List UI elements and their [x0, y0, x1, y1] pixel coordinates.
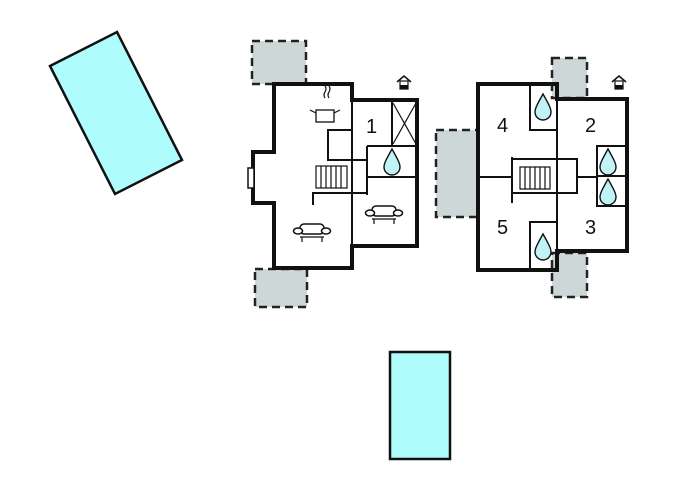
ground-floor-plan: 1 — [247, 74, 419, 270]
bathroom-drop-icon — [599, 147, 617, 176]
house-entrance-icon — [396, 74, 412, 90]
terrace-bottom-left — [253, 267, 309, 309]
sofa-icon — [292, 223, 332, 242]
room-label-4: 4 — [497, 115, 508, 137]
bathroom-drop-icon — [599, 177, 617, 206]
bathroom-drop-icon — [383, 147, 401, 176]
house-entrance-icon — [611, 74, 627, 90]
pool-bottom — [388, 350, 452, 461]
bathroom-drop-icon — [534, 92, 552, 121]
stairs-icon — [519, 166, 551, 190]
sofa-icon — [364, 205, 404, 224]
upper-floor-plan: 4 2 5 3 — [476, 74, 629, 272]
kitchen-pot-icon — [309, 85, 341, 123]
bathroom-drop-icon — [534, 232, 552, 261]
fireplace-icon — [247, 167, 255, 189]
upper-floor-outer-wall — [476, 82, 629, 272]
pool-tilted — [48, 30, 184, 196]
room-label-3: 3 — [585, 217, 596, 239]
storage-cross-icon — [392, 102, 417, 145]
terrace-right-west — [434, 128, 480, 219]
room-label-2: 2 — [585, 115, 596, 137]
stairs-icon — [315, 165, 348, 189]
room-label-1: 1 — [366, 116, 377, 138]
room-label-5: 5 — [497, 217, 508, 239]
terrace-top-left — [250, 39, 308, 86]
